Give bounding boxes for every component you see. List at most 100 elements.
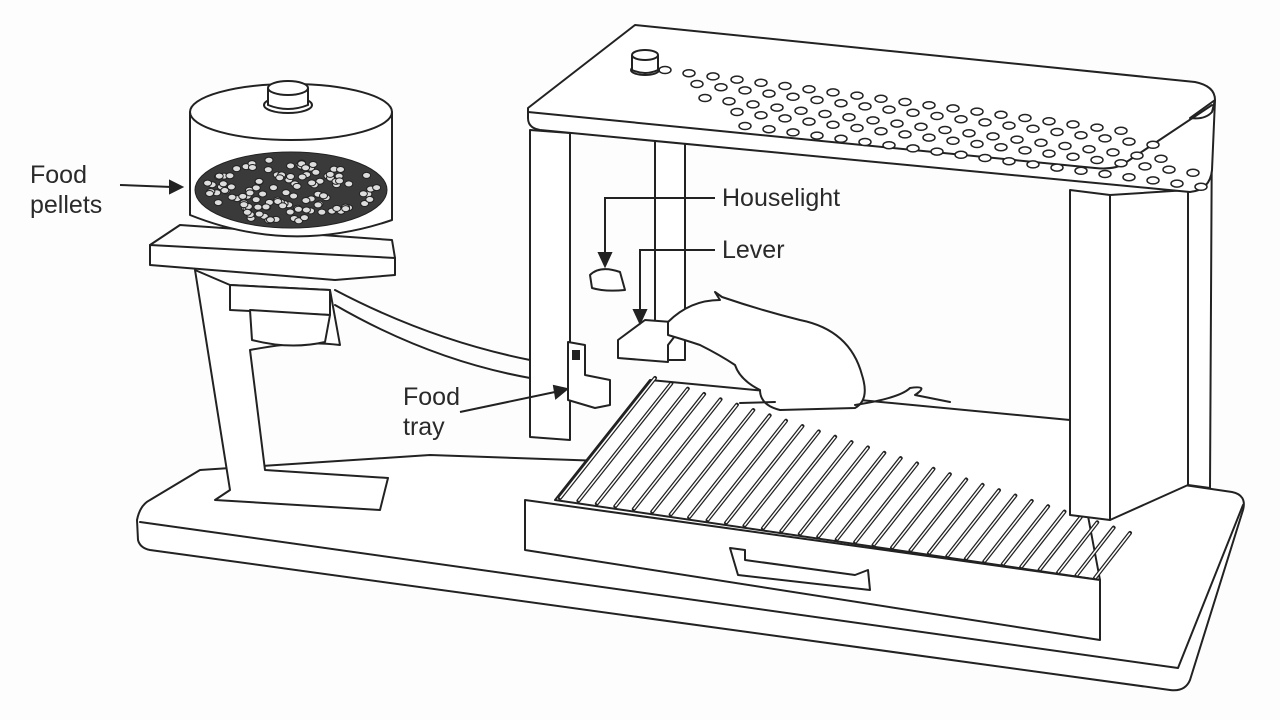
vent-hole xyxy=(891,120,903,127)
vent-hole xyxy=(923,102,935,109)
vent-hole xyxy=(707,73,719,80)
label-line: pellets xyxy=(30,190,102,220)
vent-hole xyxy=(1019,147,1031,154)
label-lever: Lever xyxy=(722,235,785,265)
pellet xyxy=(287,163,295,169)
vent-hole xyxy=(971,108,983,115)
vent-hole xyxy=(1099,135,1111,142)
vent-hole xyxy=(1099,171,1111,178)
label-line: Food xyxy=(403,382,460,412)
vent-hole xyxy=(827,121,839,128)
vent-hole xyxy=(827,89,839,96)
pellet xyxy=(246,190,254,196)
vent-hole xyxy=(1003,158,1015,165)
pellet xyxy=(308,180,316,186)
vent-hole xyxy=(811,132,823,139)
vent-hole xyxy=(875,128,887,135)
vent-hole xyxy=(1059,143,1071,150)
pellet xyxy=(287,174,295,180)
pellet xyxy=(309,161,317,167)
pellet xyxy=(266,217,274,223)
pellet xyxy=(286,209,294,215)
vent-hole xyxy=(739,87,751,94)
vent-hole xyxy=(843,114,855,121)
vent-hole xyxy=(755,112,767,119)
vent-hole xyxy=(995,144,1007,151)
pellet xyxy=(294,206,302,212)
pellet xyxy=(233,166,241,172)
vent-hole xyxy=(851,92,863,99)
vent-hole xyxy=(1067,153,1079,160)
vent-hole xyxy=(1115,160,1127,167)
pellet xyxy=(293,183,301,189)
pellet xyxy=(302,207,310,213)
vent-hole xyxy=(699,95,711,102)
vent-hole xyxy=(1123,174,1135,181)
food-dispenser xyxy=(150,81,530,510)
pellet xyxy=(262,204,270,210)
vent-hole xyxy=(1147,177,1159,184)
pellet xyxy=(226,173,234,179)
vent-hole xyxy=(955,151,967,158)
pellet xyxy=(373,185,381,191)
pellet xyxy=(255,178,263,184)
vent-hole xyxy=(739,123,751,130)
pellet xyxy=(320,193,328,199)
pellet xyxy=(336,178,344,184)
vent-hole xyxy=(907,109,919,116)
vent-hole xyxy=(811,97,823,104)
vent-hole xyxy=(1091,124,1103,131)
pellet xyxy=(276,175,284,181)
vent-hole xyxy=(979,155,991,162)
pellet xyxy=(252,197,260,203)
pellet xyxy=(290,193,298,199)
vent-hole xyxy=(931,113,943,120)
vent-hole xyxy=(1051,164,1063,171)
vent-hole xyxy=(1163,166,1175,173)
vent-hole xyxy=(835,135,847,142)
vent-hole xyxy=(867,117,879,124)
pellet xyxy=(318,209,326,215)
vent-hole xyxy=(979,119,991,126)
pellet xyxy=(204,180,212,186)
vent-hole xyxy=(1035,139,1047,146)
pellet xyxy=(345,181,353,187)
pellet xyxy=(359,191,367,197)
vent-hole xyxy=(851,125,863,132)
vent-hole xyxy=(1107,149,1119,156)
vent-hole xyxy=(1003,122,1015,129)
vent-hole xyxy=(859,139,871,146)
vent-hole xyxy=(659,67,671,74)
vent-hole xyxy=(795,107,807,114)
vent-hole xyxy=(731,76,743,83)
vent-hole xyxy=(907,145,919,152)
vent-hole xyxy=(931,148,943,155)
vent-hole xyxy=(875,95,887,102)
pellet xyxy=(214,200,222,206)
pellet xyxy=(366,196,374,202)
vent-hole xyxy=(1075,167,1087,174)
pellet xyxy=(326,171,334,177)
pellet xyxy=(282,190,290,196)
pellet xyxy=(264,167,272,173)
vent-hole xyxy=(939,127,951,134)
vent-hole xyxy=(971,141,983,148)
vent-hole xyxy=(1043,118,1055,125)
label-houselight: Houselight xyxy=(722,183,840,213)
vent-hole xyxy=(987,133,999,140)
pellet xyxy=(215,173,223,179)
pellet xyxy=(221,187,229,193)
vent-hole xyxy=(899,99,911,106)
vent-hole xyxy=(955,116,967,123)
pellet xyxy=(298,174,306,180)
pellet xyxy=(312,169,320,175)
vent-hole xyxy=(947,105,959,112)
vent-hole xyxy=(859,103,871,110)
vent-hole xyxy=(731,109,743,116)
pellet xyxy=(248,164,256,170)
pellet xyxy=(252,185,260,191)
label-line: tray xyxy=(403,412,460,442)
pellet xyxy=(219,181,227,187)
vent-hole xyxy=(803,118,815,125)
vent-hole xyxy=(1083,146,1095,153)
